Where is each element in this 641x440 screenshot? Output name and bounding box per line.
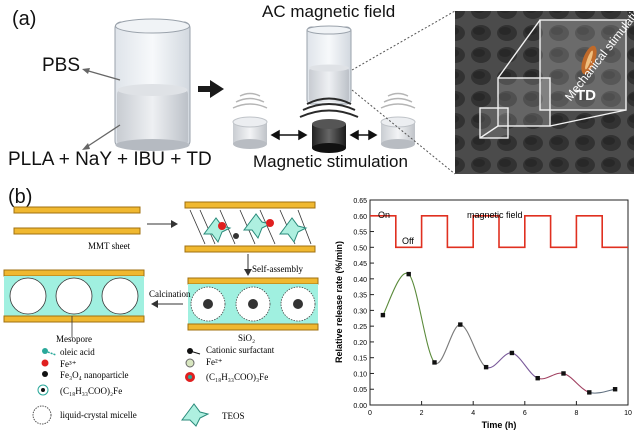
legend-cationic: Cationic surfactant	[206, 345, 275, 355]
magnetic-stimulation-label: Magnetic stimulation	[253, 152, 408, 171]
y-tick-label: 0.40	[353, 277, 367, 284]
release-curve-segment	[408, 273, 435, 363]
magnet-left	[232, 116, 268, 149]
pbs-label: PBS	[42, 55, 81, 76]
y-tick-label: 0.15	[353, 356, 367, 363]
y-tick-label: 0.30	[353, 308, 367, 315]
release-data-point	[483, 364, 489, 370]
y-tick-label: 0.25	[353, 324, 367, 331]
intercalated-structure	[184, 201, 316, 253]
y-tick-label: 0.50	[353, 245, 367, 252]
mesopore-label: Mesopore	[56, 334, 92, 344]
mmt-sheet-label: MMT sheet	[88, 241, 131, 251]
release-rate-chart: 0.00 0.05 0.10 0.15 0.20 0.25 0.30 0.35 0.40 0.45…	[334, 198, 632, 430]
legend-micelle: liquid-crystal micelle	[60, 410, 137, 420]
self-assembly-label: Self-assembly	[252, 264, 303, 274]
mesoporous-structure	[3, 269, 145, 323]
x-tick-label: 6	[523, 410, 527, 417]
magnet-right	[380, 116, 416, 149]
panel-a-label: (a)	[12, 8, 37, 30]
release-data-point	[587, 390, 592, 395]
legend-fe3o4: Fe₃O₄ nanoparticle	[60, 370, 129, 380]
y-tick-label: 0.20	[353, 340, 367, 347]
on-label: On	[378, 210, 390, 220]
legend-fe3: Fe³⁺	[60, 359, 77, 369]
y-tick-label: 0.10	[353, 371, 367, 378]
mixture-arrow	[84, 124, 121, 149]
panel-b-schematic	[3, 201, 319, 427]
y-tick-label: 0.05	[353, 387, 367, 394]
legend-icons	[32, 348, 210, 427]
sem-image	[455, 11, 634, 174]
magnet-center	[312, 119, 346, 153]
pbs-arrow	[84, 69, 121, 81]
release-curve-segment	[434, 324, 461, 364]
x-axis-label: Time (h)	[482, 420, 517, 430]
sio2-structure	[187, 277, 319, 331]
x-tick-label: 2	[420, 410, 424, 417]
panel-b-label: (b)	[8, 186, 33, 208]
release-data-point	[432, 360, 437, 365]
legend-oleic-acid: oleic acid	[60, 347, 95, 357]
magnetic-field-series	[370, 214, 628, 249]
y-tick-label: 0.35	[353, 293, 367, 300]
x-tick-label: 8	[574, 410, 578, 417]
legend-fe2: Fe²⁺	[206, 357, 223, 367]
td-label: TD	[576, 87, 596, 104]
release-data-point	[406, 271, 411, 277]
x-tick-label: 4	[471, 410, 475, 417]
process-arrow	[198, 80, 224, 98]
x-tick-label: 10	[624, 410, 632, 417]
double-arrows	[270, 129, 378, 141]
legend-oleate-fe: (C₁₈H₃₃COO)₂Fe	[60, 386, 123, 396]
release-data-point	[561, 371, 566, 376]
sio2-label: SiO₂	[238, 333, 256, 343]
calcination-label: Calcination	[149, 289, 191, 299]
mmt-sheets	[13, 206, 141, 235]
field-lines	[232, 92, 416, 118]
off-label: Off	[402, 236, 414, 246]
beaker-left	[114, 18, 191, 151]
y-tick-label: 0.60	[353, 214, 367, 221]
y-tick-label: 0.65	[353, 198, 367, 205]
ac-field-label: AC magnetic field	[262, 2, 396, 21]
release-data-point	[509, 350, 515, 356]
y-tick-label: 0.00	[353, 403, 367, 410]
release-data-point	[458, 322, 463, 327]
panel-a-illustration	[82, 10, 634, 175]
y-axis-label: Relative release rate (%/min)	[334, 241, 344, 363]
zoom-lines	[351, 10, 456, 175]
x-tick-label: 0	[368, 410, 372, 417]
release-curve-segment	[382, 272, 410, 316]
mixture-label: PLLA + NaY + IBU + TD	[8, 149, 212, 170]
y-tick-label: 0.45	[353, 261, 367, 268]
beaker-middle	[306, 25, 352, 105]
legend-oleate-fe3: (C₁₈H₃₃COO)₃Fe	[206, 372, 269, 382]
field-label: magnetic field	[467, 210, 523, 220]
y-tick-label: 0.55	[353, 230, 367, 237]
release-data-point	[380, 312, 386, 318]
release-data-point	[535, 375, 540, 381]
legend-teos: TEOS	[222, 411, 245, 421]
release-data-point	[612, 387, 618, 392]
